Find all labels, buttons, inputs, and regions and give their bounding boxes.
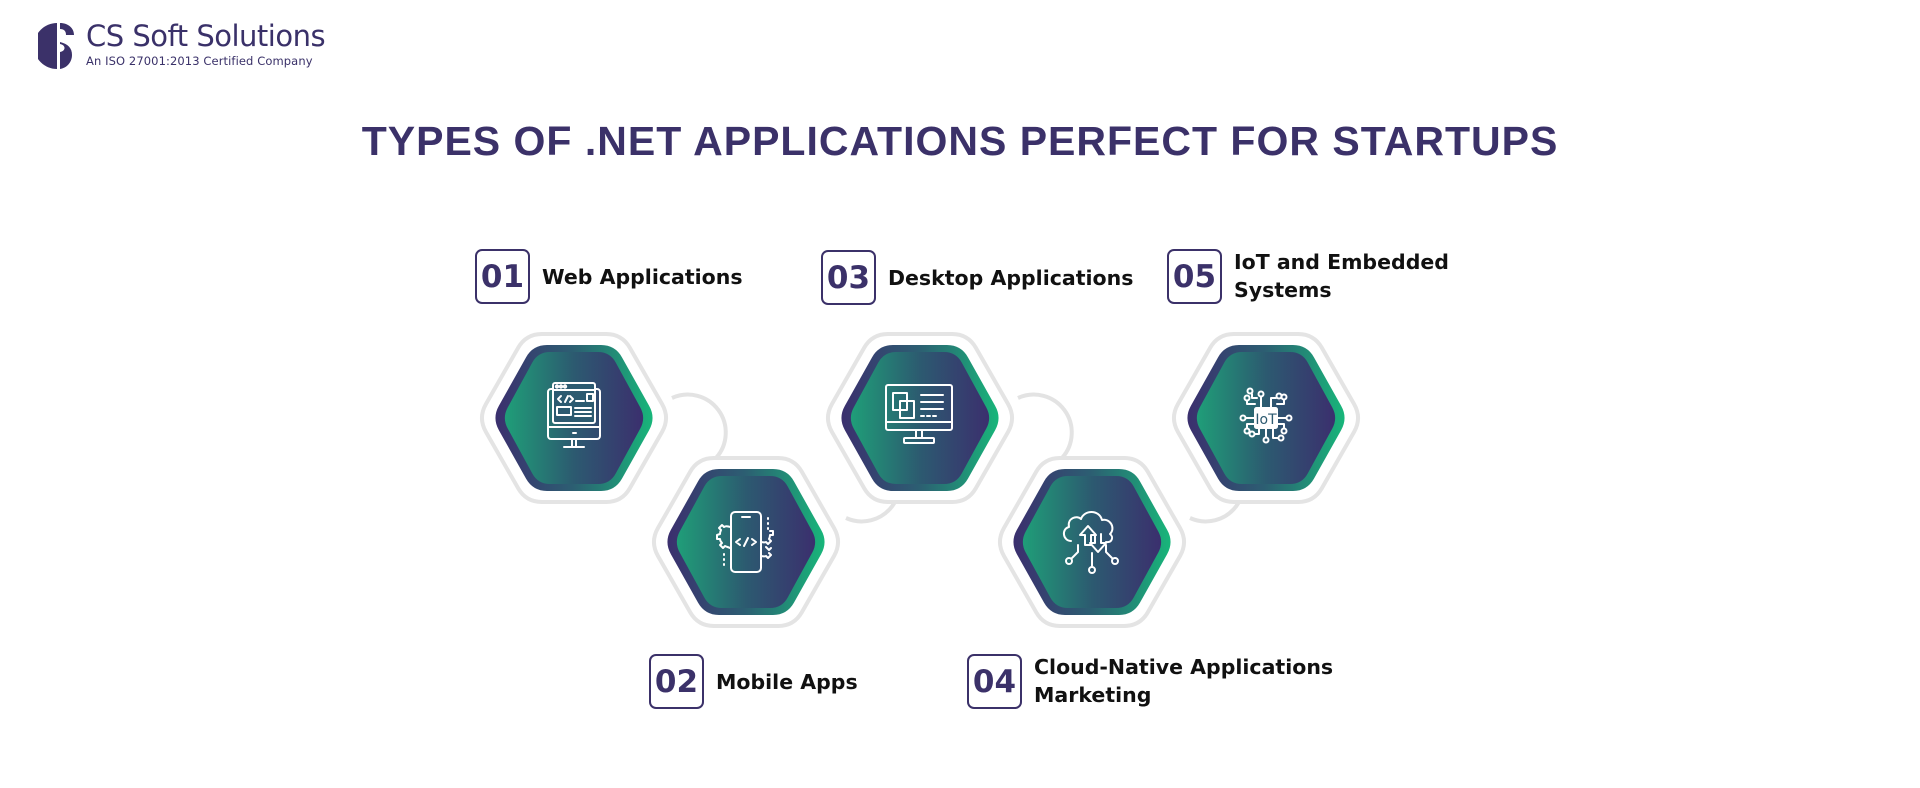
- cs-logo-icon: [38, 23, 74, 69]
- item-label-03: 03 Desktop Applications: [821, 250, 1133, 305]
- connector-arc-1-2: [671, 392, 728, 460]
- item-number-badge: 02: [649, 654, 704, 709]
- item-title: Cloud-Native Applications Marketing: [1034, 655, 1334, 707]
- hexagon-item-01: [479, 332, 669, 504]
- hexagon-item-02: [651, 456, 841, 628]
- item-label-04: 04 Cloud-Native Applications Marketing: [967, 654, 1333, 709]
- brand-name: CS Soft Solutions: [86, 19, 326, 53]
- item-title: Web Applications: [542, 264, 743, 289]
- item-title: Desktop Applications: [888, 265, 1134, 290]
- hexagon-item-04: [997, 456, 1187, 628]
- item-title: Mobile Apps: [716, 669, 858, 694]
- item-label-02: 02 Mobile Apps: [649, 654, 858, 709]
- item-label-01: 01 Web Applications: [475, 249, 743, 304]
- page-title: TYPES OF .NET APPLICATIONS PERFECT FOR S…: [361, 118, 1559, 164]
- item-number-badge: 03: [821, 250, 876, 305]
- hexagon-item-05: [1171, 332, 1361, 504]
- connector-arc-3-4: [1017, 392, 1074, 460]
- item-label-05: 05 IoT and Embedded Systems: [1167, 249, 1449, 304]
- hexagon-item-03: [825, 332, 1015, 504]
- item-number-badge: 04: [967, 654, 1022, 709]
- item-number-badge: 01: [475, 249, 530, 304]
- brand-logo: CS Soft Solutions An ISO 27001:2013 Cert…: [38, 19, 326, 70]
- item-title: IoT and Embedded Systems: [1234, 250, 1449, 302]
- brand-tagline: An ISO 27001:2013 Certified Company: [86, 54, 313, 68]
- item-number-badge: 05: [1167, 249, 1222, 304]
